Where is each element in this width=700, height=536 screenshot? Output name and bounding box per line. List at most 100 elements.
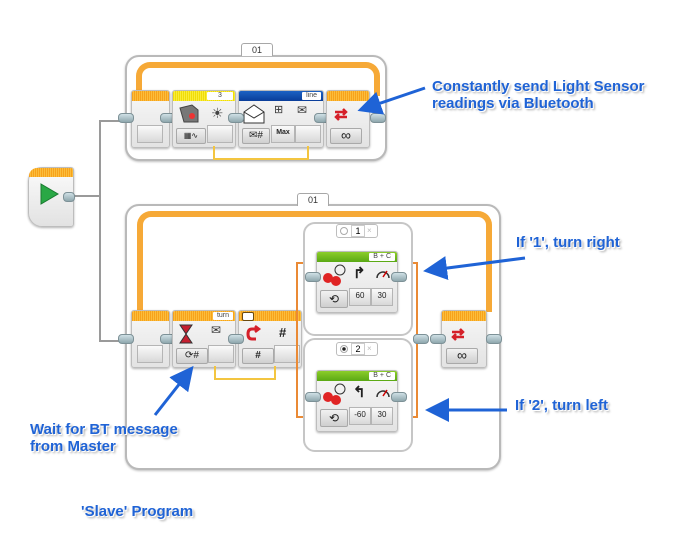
top-loop-in-plug[interactable]	[118, 113, 134, 123]
annotation-wait: Wait for BT message from Master	[30, 421, 178, 455]
loop-interrupt-slot[interactable]	[137, 345, 163, 363]
sensor-mode-button[interactable]: ▦∿	[176, 128, 206, 144]
message-title[interactable]: turn	[212, 312, 233, 320]
power-param[interactable]: 30	[371, 407, 393, 425]
light-sensor-icon	[179, 104, 199, 123]
motor-header: B + C	[317, 252, 397, 262]
sequence-wire	[99, 120, 121, 122]
bottom-loop-in-plug[interactable]	[118, 334, 134, 344]
sequence-wire	[99, 340, 121, 342]
annotation-case-2: If '2', turn left	[515, 397, 608, 414]
wait-message-block[interactable]: turn ✉ ⟳#	[172, 310, 236, 368]
start-block[interactable]	[28, 167, 75, 227]
envelope-icon: ✉	[211, 323, 222, 337]
plug[interactable]	[391, 392, 407, 402]
plug[interactable]	[228, 113, 244, 123]
switch-out-plug[interactable]	[413, 334, 429, 344]
speedometer-icon	[376, 389, 390, 398]
ambient-light-icon: ☀	[211, 105, 224, 121]
case-1-tab[interactable]: 1 ×	[336, 224, 378, 238]
case-value[interactable]: 1	[351, 225, 365, 237]
annotation-line: from Master	[30, 438, 116, 455]
case-value[interactable]: 2	[351, 343, 365, 355]
annotation-light-sensor: Constantly send Light Sensor readings vi…	[432, 78, 645, 112]
steering-motor-icon	[323, 264, 346, 286]
move-steering-block-2[interactable]: B + C ↰ ⟲ -60 30	[316, 370, 398, 432]
plug[interactable]	[305, 392, 321, 402]
wait-mode-button[interactable]: ⟳#	[176, 348, 208, 364]
steering-param[interactable]: 60	[349, 288, 371, 306]
annotation-line: Wait for BT message	[30, 421, 178, 438]
bottom-loop-end-block[interactable]: ∞	[441, 310, 487, 368]
loop-repeat-icon	[451, 328, 465, 341]
motor-mode-button[interactable]: ⟲	[320, 290, 348, 308]
motor-ports[interactable]: B + C	[369, 253, 395, 261]
case-2-tab[interactable]: 2 ×	[336, 342, 378, 356]
sensor-header: 3	[173, 91, 235, 101]
turn-left-icon: ↰	[353, 384, 366, 401]
loop-mode-button[interactable]: ∞	[330, 128, 362, 144]
hourglass-icon	[179, 324, 193, 344]
data-wire	[213, 146, 309, 160]
output-plug[interactable]	[63, 192, 75, 202]
switch-input-slot[interactable]	[274, 345, 300, 363]
loop-end-header	[442, 311, 486, 321]
start-block-header	[29, 168, 73, 177]
receiver-icon: ⊞	[274, 104, 284, 116]
data-wire	[214, 366, 276, 380]
power-param[interactable]: 30	[371, 288, 393, 306]
loop-end-header	[327, 91, 369, 101]
wait-header: turn	[173, 311, 235, 321]
remove-case-icon[interactable]: ×	[367, 226, 372, 235]
loop-repeat-icon	[334, 108, 348, 121]
sensor-port[interactable]: 3	[207, 92, 233, 100]
message-title[interactable]: line	[302, 92, 321, 100]
plug[interactable]	[391, 272, 407, 282]
switch-mode-button[interactable]: #	[242, 348, 274, 364]
motor-mode-button[interactable]: ⟲	[320, 409, 348, 427]
sequence-wire	[99, 120, 101, 342]
steering-param[interactable]: -60	[349, 407, 371, 425]
top-loop-return-path	[136, 62, 380, 96]
messaging-mode-button[interactable]: ✉#	[242, 128, 270, 144]
switch-block[interactable]: # #	[238, 310, 302, 368]
play-icon	[40, 183, 59, 205]
switch-toggle[interactable]	[242, 312, 254, 321]
annotation-case-1: If '1', turn right	[516, 234, 620, 251]
bottom-loop-label[interactable]: 01	[297, 193, 329, 206]
turn-right-icon: ↱	[353, 265, 366, 282]
callout-arrow-top	[357, 86, 426, 115]
annotation-line: Constantly send Light Sensor	[432, 78, 645, 95]
annotation-line: readings via Bluetooth	[432, 95, 594, 112]
receiver-name-param[interactable]: Max	[271, 125, 295, 143]
wait-output-slot[interactable]	[208, 345, 234, 363]
bottom-loop-out-plug[interactable]	[486, 334, 502, 344]
default-radio[interactable]	[340, 227, 348, 235]
switch-header	[239, 311, 301, 321]
loop-start-header	[132, 311, 169, 321]
switch-case-bracket	[296, 262, 304, 418]
sequence-wire	[72, 195, 100, 197]
loop-mode-button[interactable]: ∞	[446, 348, 478, 364]
messaging-block[interactable]: line ⊞ ✉ ✉# Max	[238, 90, 324, 148]
plug[interactable]	[430, 334, 446, 344]
program-title: 'Slave' Program	[81, 503, 194, 520]
steering-motor-icon	[323, 383, 346, 405]
loop-interrupt-slot[interactable]	[137, 125, 163, 143]
envelope-send-icon	[243, 104, 265, 124]
switch-icon	[246, 325, 262, 341]
plug[interactable]	[305, 272, 321, 282]
message-value-slot[interactable]	[295, 125, 321, 143]
remove-case-icon[interactable]: ×	[367, 344, 372, 353]
default-radio-selected[interactable]	[340, 345, 348, 353]
plug[interactable]	[228, 334, 244, 344]
callout-arrow-wait	[153, 365, 194, 416]
callout-arrow-case1	[423, 256, 526, 280]
sensor-output-slot[interactable]	[207, 125, 233, 143]
light-sensor-block[interactable]: 3 ☀ ▦∿	[172, 90, 236, 148]
speedometer-icon	[376, 270, 390, 279]
move-steering-block-1[interactable]: B + C ↱ ⟲ 60 30	[316, 251, 398, 313]
motor-ports[interactable]: B + C	[369, 372, 395, 380]
top-loop-label[interactable]: 01	[241, 43, 273, 56]
envelope-icon: ✉	[297, 103, 308, 117]
